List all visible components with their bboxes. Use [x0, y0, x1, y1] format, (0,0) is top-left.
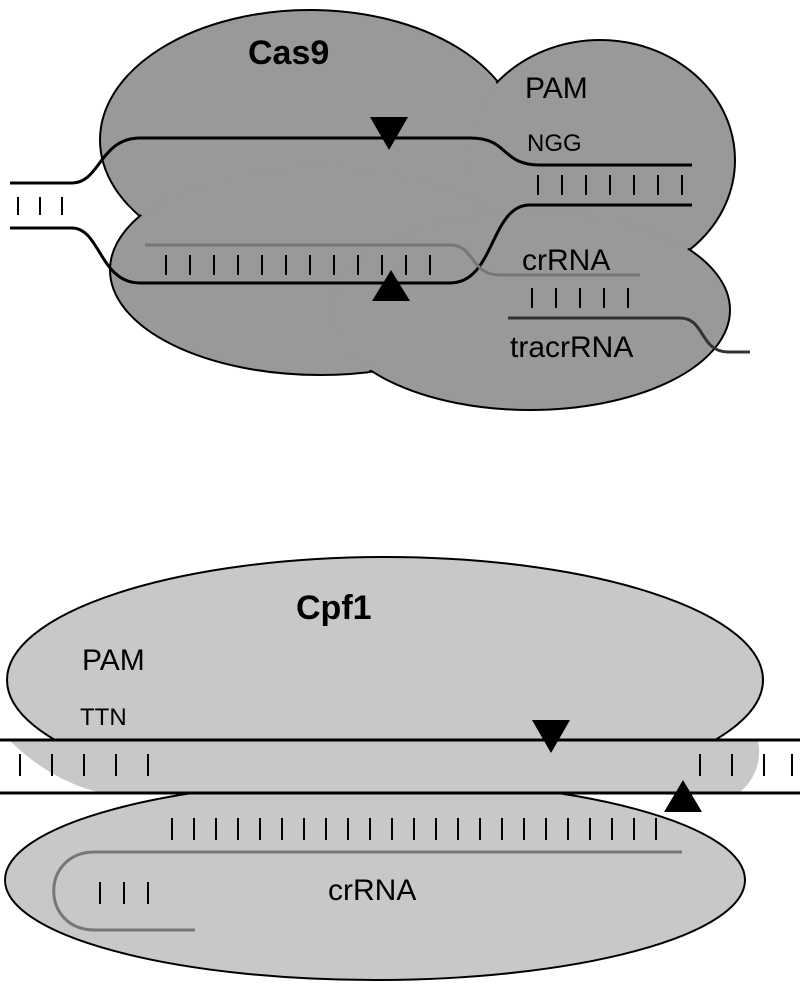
cas9-protein-fill — [102, 12, 733, 408]
cpf1-panel: Cpf1 PAM TTN crRNA — [0, 556, 800, 981]
cpf1-pam-base-pairs — [19, 754, 149, 776]
cas9-dna-bottom-strand — [10, 203, 692, 285]
cas9-cut-site-bottom — [372, 270, 410, 301]
cas9-dna-base-pairs-left — [17, 197, 63, 215]
cpf1-crrna-strand — [52, 850, 682, 932]
cas9-pam-base-pairs — [537, 175, 683, 195]
cas9-panel: Cas9 PAM NGG crRNA tracrRNA — [10, 9, 750, 411]
cas9-crrna-strand — [145, 243, 640, 277]
cas9-crrna-base-pairs — [165, 255, 431, 275]
cas9-tracrrna-label: tracrRNA — [510, 331, 633, 364]
cpf1-pam-sequence: TTN — [80, 704, 127, 731]
cas9-cut-site-top — [370, 117, 408, 150]
cas9-pam-label: PAM — [525, 72, 588, 105]
cpf1-pam-label: PAM — [82, 644, 145, 677]
cpf1-crrna-label: crRNA — [328, 874, 416, 907]
cas9-tracrrna-strand — [508, 316, 750, 354]
cpf1-crrna-base-pairs — [171, 818, 657, 840]
cpf1-body-overlap — [10, 741, 760, 792]
cas9-dna-top-strand — [10, 136, 692, 185]
cas9-tracrrna-base-pairs — [531, 288, 629, 308]
cpf1-dna-base-pairs-right — [699, 754, 793, 776]
cas9-pam-sequence: NGG — [527, 130, 582, 157]
cpf1-cut-site-bottom — [664, 780, 702, 812]
cpf1-title: Cpf1 — [296, 589, 372, 627]
cas9-crrna-label: crRNA — [522, 244, 610, 277]
cpf1-cut-site-top — [532, 720, 570, 753]
cpf1-handle-base-pairs — [99, 882, 149, 904]
cas9-title: Cas9 — [248, 34, 329, 72]
